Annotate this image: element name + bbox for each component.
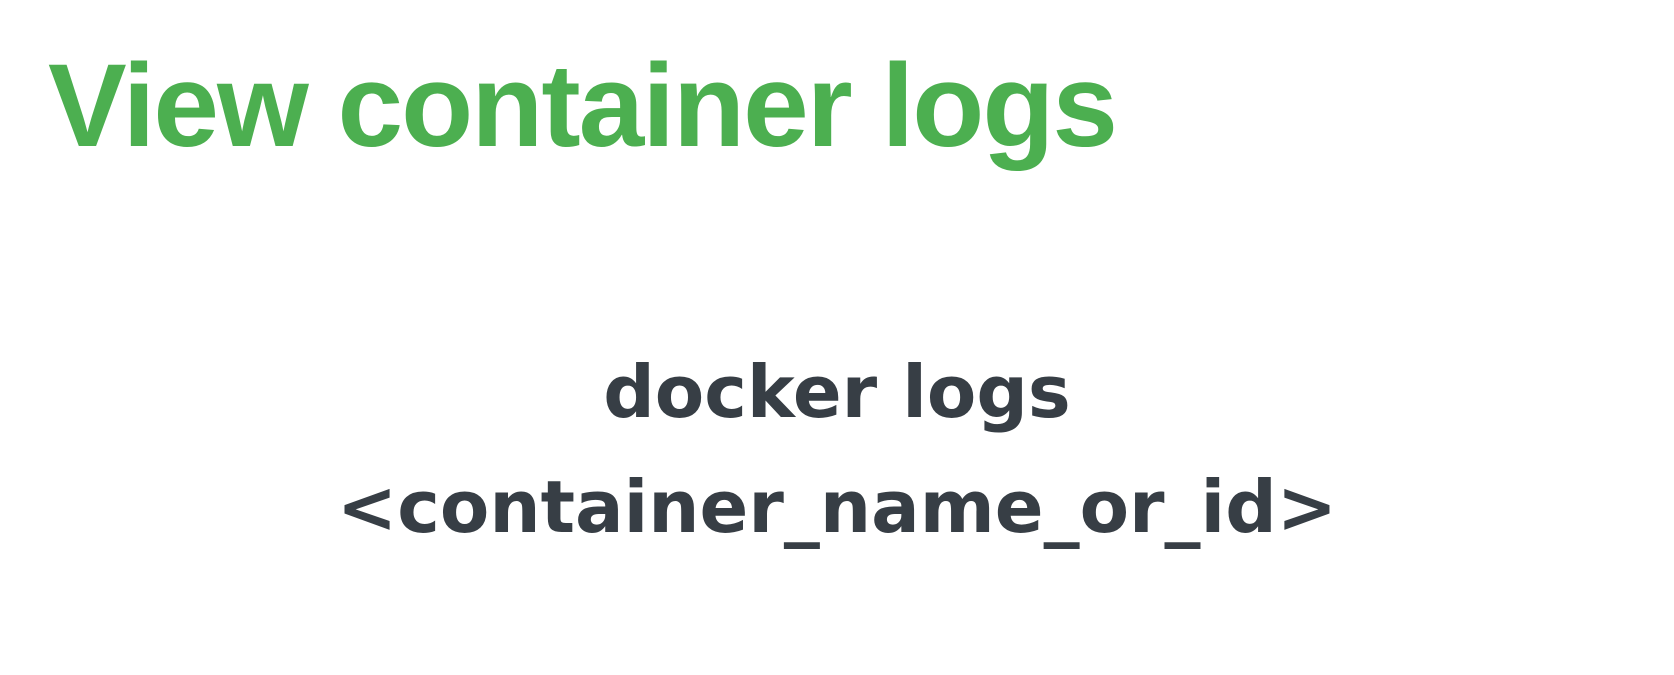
slide-title: View container logs (48, 40, 1118, 172)
command-line-2: <container_name_or_id> (336, 465, 1338, 550)
command-line-1: docker logs (603, 350, 1071, 434)
command-text: docker logs <container_name_or_id> (0, 335, 1674, 565)
